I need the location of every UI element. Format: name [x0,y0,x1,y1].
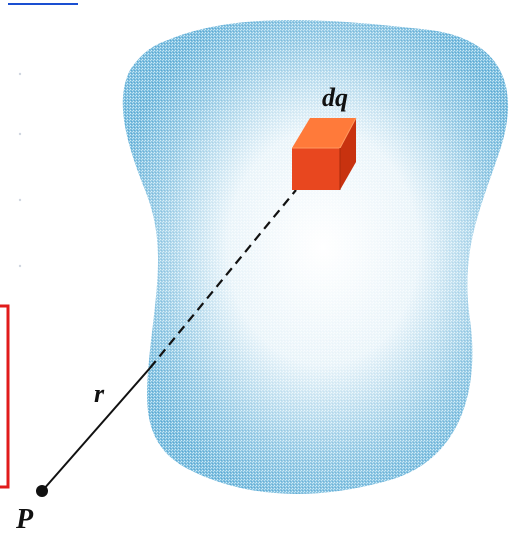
margin-marks [18,72,22,268]
charged-region-glow [122,20,509,494]
highlight-frame [0,304,10,489]
distance-line-solid [42,367,151,491]
cube-side-face [340,118,356,190]
point-p-dot [36,485,48,497]
label-p: P [15,504,34,535]
cube-top-face [292,118,356,148]
label-r: r [94,379,105,408]
charge-element-cube [292,117,357,190]
cube-front-face [292,148,340,190]
distance-line-dashed [149,189,297,369]
label-dq: dq [322,83,348,112]
